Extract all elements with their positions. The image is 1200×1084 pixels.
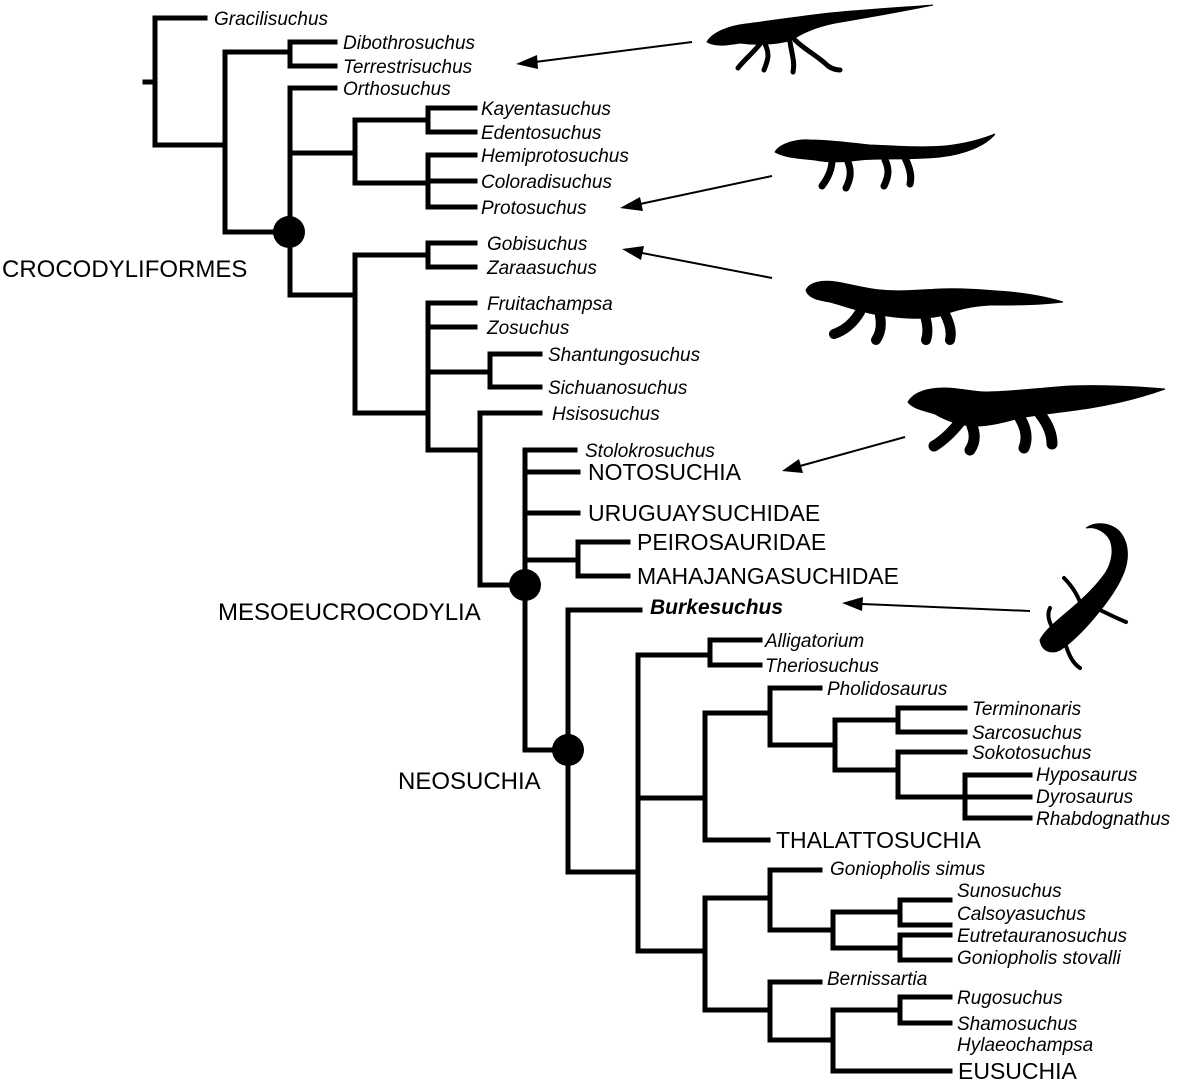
branch-termi-sarco — [895, 705, 968, 735]
clade-label: URUGUAYSUCHIDAE — [588, 500, 820, 526]
taxon-label: Dibothrosuchus — [343, 33, 476, 54]
arrow-notosuchia — [782, 436, 906, 473]
taxon-label: Sichuanosuchus — [548, 378, 688, 399]
taxon-label: Fruitachampsa — [487, 294, 613, 315]
branch-neosuchia-inner — [635, 652, 713, 954]
branch-shantung-sichuan — [487, 351, 543, 390]
branch-mesoeucro-stem — [287, 252, 431, 416]
branch-pholidosauridae — [767, 685, 838, 748]
taxon-label: Bernissartia — [827, 969, 927, 990]
node-label-mesoeucrocodylia: MESOEUCROCODYLIA — [218, 599, 481, 626]
arrow-terrestrisuchus — [516, 41, 693, 69]
branch-eusuchia-stem — [830, 1007, 953, 1074]
notosuchian-silhouette — [907, 385, 1166, 456]
gobisuchus-silhouette — [805, 280, 1064, 345]
branch-gonio-euso — [702, 895, 773, 1013]
branch-suno-cals — [897, 897, 953, 928]
arrow-gobisuchus — [622, 246, 773, 279]
branch-pholido-thalatto — [702, 710, 773, 843]
taxon-label: Rugosuchus — [957, 988, 1063, 1009]
branch-sphenosuchian-split — [222, 49, 293, 235]
taxon-label: Pholidosaurus — [827, 679, 948, 700]
taxon-label: Coloradisuchus — [481, 172, 612, 193]
branch-hypo-dyro-rhabdo — [962, 772, 1033, 821]
branch-peiro-mahajanga — [575, 539, 631, 579]
taxon-label: Edentosuchus — [481, 123, 602, 144]
protosuchus-silhouette — [774, 133, 996, 192]
taxon-label: Terminonaris — [972, 699, 1082, 720]
clade-label: THALATTOSUCHIA — [776, 827, 982, 853]
arrow-burkesuchus — [842, 597, 1031, 612]
taxon-labels: Gracilisuchus Dibothrosuchus Terrestrisu… — [214, 9, 1171, 1084]
node-marker-crocodyliformes — [273, 216, 305, 248]
branch-kayenta-edento — [425, 105, 478, 135]
taxon-label: Gracilisuchus — [214, 9, 329, 30]
branch-goniopholididae — [767, 867, 836, 933]
branch-crocodyliformes — [287, 85, 338, 298]
branch-suno-gonio — [830, 909, 903, 951]
taxon-label: Kayentasuchus — [481, 99, 611, 120]
taxon-label: Rhabdognathus — [1036, 809, 1171, 830]
taxon-label: Gobisuchus — [487, 234, 588, 255]
silhouette-arrows — [516, 41, 1031, 612]
branch-root-split — [152, 15, 228, 148]
clade-label: PEIROSAURIDAE — [637, 529, 826, 555]
taxon-label: Stolokrosuchus — [585, 441, 715, 462]
clade-label: NOTOSUCHIA — [588, 459, 742, 485]
taxon-label: Zaraasuchus — [486, 258, 597, 279]
branch-protosuchian-clade — [287, 117, 431, 186]
taxon-label: Goniopholis stovalli — [957, 948, 1121, 969]
clade-label: EUSUCHIA — [958, 1058, 1078, 1084]
taxon-label: Goniopholis simus — [830, 859, 986, 880]
node-label-crocodyliformes: CROCODYLIFORMES — [2, 256, 247, 283]
branch-alligatorium-therio — [707, 637, 763, 668]
taxon-label: Shantungosuchus — [548, 345, 701, 366]
taxon-label: Dyrosaurus — [1036, 787, 1134, 808]
taxon-label: Terrestrisuchus — [343, 57, 473, 78]
clade-label: MAHAJANGASUCHIDAE — [637, 563, 899, 589]
node-marker-mesoeucrocodylia — [509, 569, 541, 601]
branch-sarco-dyro — [832, 717, 901, 773]
taxon-label: Hyposaurus — [1036, 765, 1138, 786]
branch-fruitachampsa-group — [425, 300, 493, 453]
taxon-label: Eutretauranosuchus — [957, 926, 1128, 947]
node-marker-neosuchia — [552, 734, 584, 766]
taxon-label: Shamosuchus — [957, 1014, 1078, 1035]
taxon-label: Theriosuchus — [765, 656, 880, 677]
node-label-neosuchia: NEOSUCHIA — [398, 768, 541, 795]
taxon-label: Alligatorium — [764, 631, 864, 652]
taxon-label: Calsoyasuchus — [957, 904, 1086, 925]
taxon-label: Orthosuchus — [343, 79, 451, 100]
branch-neosuchia — [522, 607, 643, 875]
taxon-label: Hylaeochampsa — [957, 1035, 1093, 1056]
arrow-protosuchus — [620, 175, 773, 211]
terrestrisuchus-silhouette — [706, 4, 934, 75]
taxon-label: Zosuchus — [486, 318, 570, 339]
branch-bernissartia-split — [767, 979, 836, 1043]
branch-rugo-shamo — [897, 994, 953, 1026]
branch-eutre-gonio — [897, 932, 953, 963]
taxon-label: Protosuchus — [481, 198, 587, 219]
branch-hemiproto-group — [425, 152, 478, 210]
taxon-label: Hsisosuchus — [552, 404, 660, 425]
taxon-label: Sunosuchus — [957, 881, 1062, 902]
burkesuchus-silhouette — [1039, 523, 1128, 670]
taxon-label: Hemiprotosuchus — [481, 146, 629, 167]
branch-dibothro-terrestri — [287, 39, 338, 69]
taxon-label: Sokotosuchus — [972, 743, 1092, 764]
branch-dyrosauridae — [895, 749, 968, 800]
taxon-label: Sarcosuchus — [972, 723, 1082, 744]
taxon-label-burkesuchus: Burkesuchus — [650, 596, 783, 619]
branch-gobi-zaraa — [425, 240, 478, 270]
